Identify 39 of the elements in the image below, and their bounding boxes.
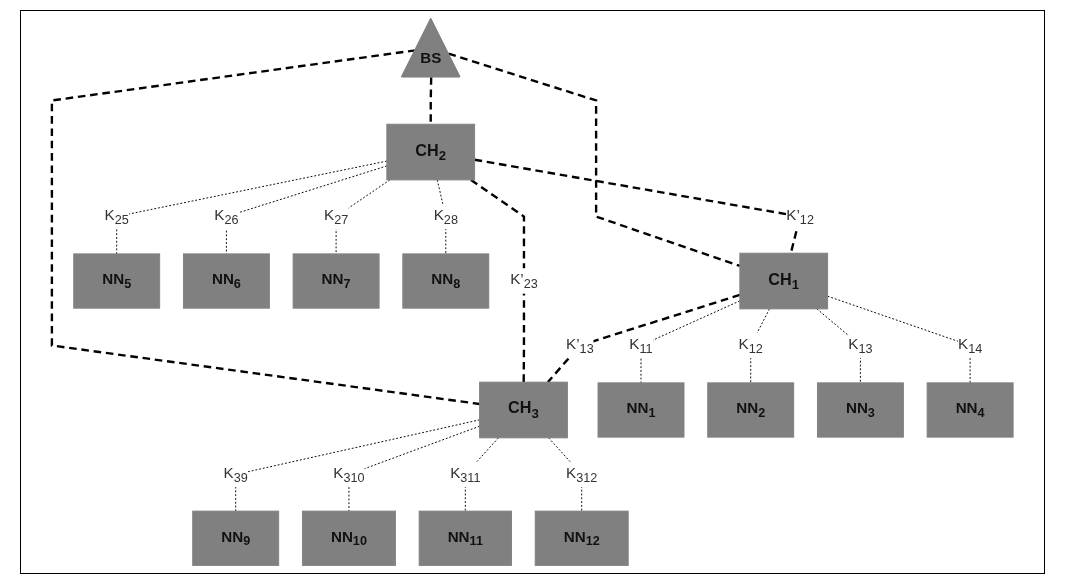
connector	[348, 425, 481, 512]
connector	[470, 178, 526, 383]
edge-label: K$_{28}$	[433, 206, 458, 227]
node-box: NN$_{5}$	[73, 253, 161, 309]
node-box: CH$_{2}$	[386, 123, 476, 181]
edge-label: K$_{27}$	[324, 206, 349, 227]
edge-label: K$_{25}$	[104, 206, 129, 227]
connector	[546, 293, 741, 383]
node-box: NN$_{7}$	[292, 253, 380, 309]
edge-label: K$_{311}$	[450, 464, 481, 485]
node-box: NN$_{10}$	[301, 510, 396, 566]
edge-label: K’$_{23}$	[510, 270, 538, 292]
node-box: NN$_{2}$	[707, 382, 795, 438]
node-box: NN$_{3}$	[816, 382, 904, 438]
node-box: NN$_{4}$	[926, 382, 1014, 438]
node-box: CH$_{1}$	[739, 252, 829, 310]
edge-label: K$_{310}$	[333, 464, 365, 485]
node-box: NN$_{9}$	[192, 510, 280, 566]
edge-label: K$_{13}$	[848, 335, 873, 356]
node-box: NN$_{6}$	[182, 253, 270, 309]
node-box: NN$_{11}$	[418, 510, 512, 566]
edge-label: K’$_{13}$	[566, 335, 594, 356]
node-box: NN$_{1}$	[597, 382, 685, 438]
node-box: NN$_{8}$	[402, 253, 490, 309]
connector	[448, 52, 741, 268]
edge-label: K$_{39}$	[223, 464, 248, 485]
connector	[116, 160, 388, 255]
connector	[429, 77, 433, 125]
edge-label: K$_{14}$	[958, 335, 983, 356]
edge-label: K$_{312}$	[566, 464, 598, 485]
edge-label: K$_{12}$	[738, 335, 763, 356]
edge-label: K’$_{12}$	[786, 206, 814, 227]
connector	[235, 419, 481, 512]
node-box: NN$_{12}$	[534, 510, 629, 566]
connector	[50, 49, 480, 406]
edge-label: K$_{11}$	[629, 335, 653, 356]
edge-label: K$_{26}$	[214, 206, 239, 227]
node-box: CH$_{3}$	[479, 381, 568, 439]
connector	[827, 295, 971, 384]
